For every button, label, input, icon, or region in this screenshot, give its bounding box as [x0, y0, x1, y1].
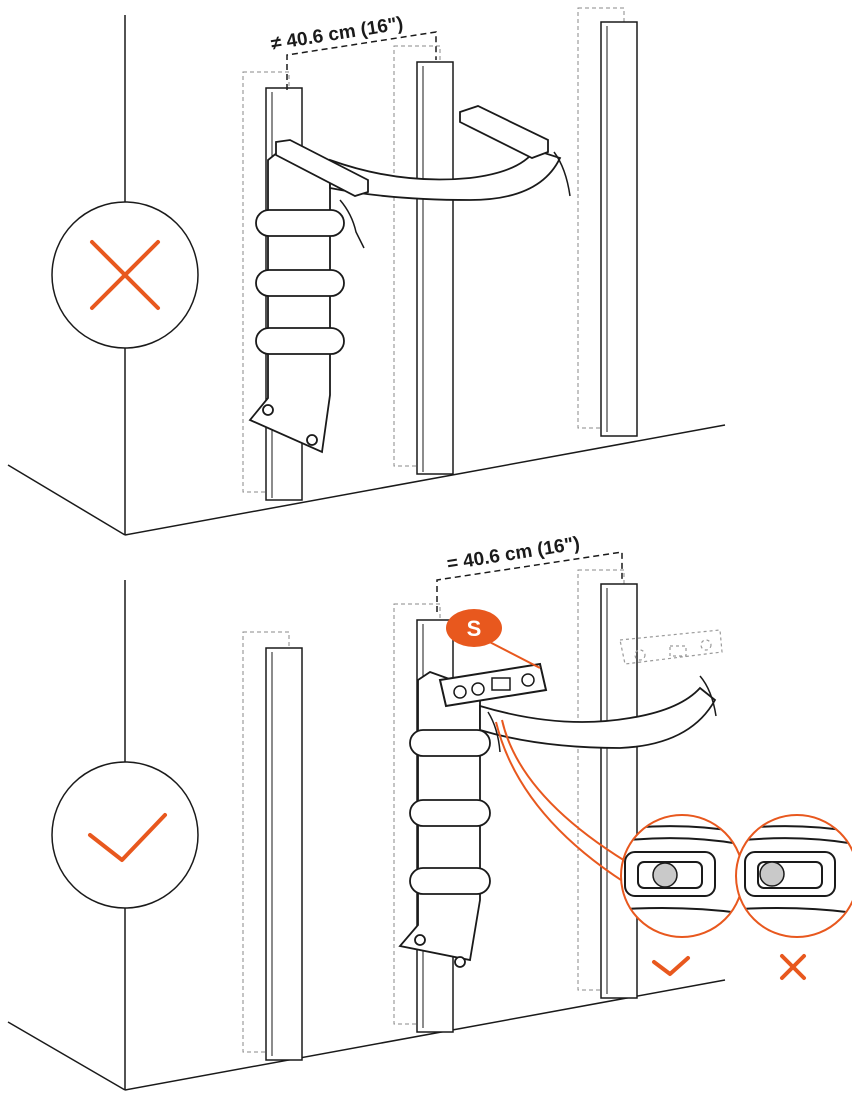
- panel-correct-spacing: = 40.6 cm (16"): [7, 533, 852, 1091]
- status-wrong: [51, 201, 199, 349]
- check-icon: [88, 813, 167, 862]
- level-badge: S: [446, 609, 502, 647]
- svg-text:S: S: [467, 616, 482, 641]
- bubble-zoom-incorrect: [735, 814, 852, 938]
- stud-left: [242, 631, 303, 1061]
- installer-hands: [487, 675, 717, 753]
- check-icon: [652, 956, 690, 976]
- stud-middle: [393, 45, 454, 475]
- ladder-frame: [248, 105, 562, 454]
- spacing-label: = 40.6 cm (16"): [445, 533, 581, 575]
- status-correct: [51, 761, 199, 909]
- stud-right: [577, 569, 638, 999]
- spirit-level: [438, 662, 548, 708]
- spacing-dimension: ≠ 40.6 cm (16"): [269, 13, 437, 90]
- ghost-level: [619, 629, 723, 665]
- spacing-label: ≠ 40.6 cm (16"): [269, 13, 404, 55]
- stud-right: [577, 7, 638, 437]
- installer-hands: [339, 151, 571, 249]
- panel-wrong-spacing: ≠ 40.6 cm (16"): [7, 7, 726, 536]
- ladder-frame: [398, 670, 717, 968]
- cross-icon: [780, 954, 806, 980]
- spacing-dimension: = 40.6 cm (16"): [436, 533, 623, 612]
- cross-icon: [90, 240, 160, 310]
